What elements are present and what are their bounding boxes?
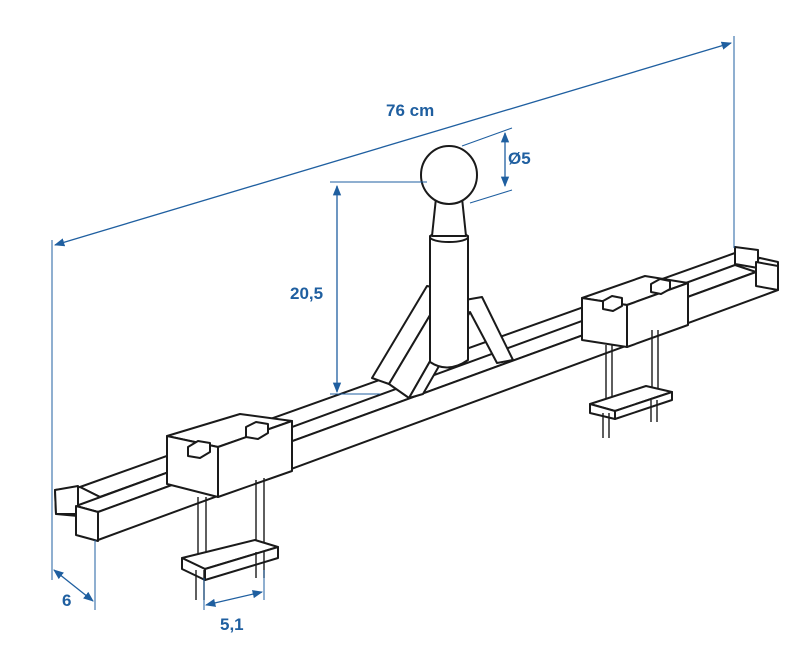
bar-width-dimension — [51, 518, 96, 610]
bolt-spacing-dimension — [203, 570, 265, 610]
bar-width-label: 6 — [62, 591, 71, 610]
length-label: 76 cm — [386, 101, 434, 120]
right-clamp-nuts — [602, 278, 671, 312]
bolt-spacing-label: 5,1 — [220, 615, 244, 634]
length-dimension — [51, 36, 735, 518]
ball-diameter-label: Ø5 — [508, 149, 531, 168]
height-dimension — [330, 181, 427, 395]
left-clamp-nuts — [187, 421, 269, 459]
height-label: 20,5 — [290, 284, 323, 303]
ball-diameter-dimension — [461, 127, 513, 204]
